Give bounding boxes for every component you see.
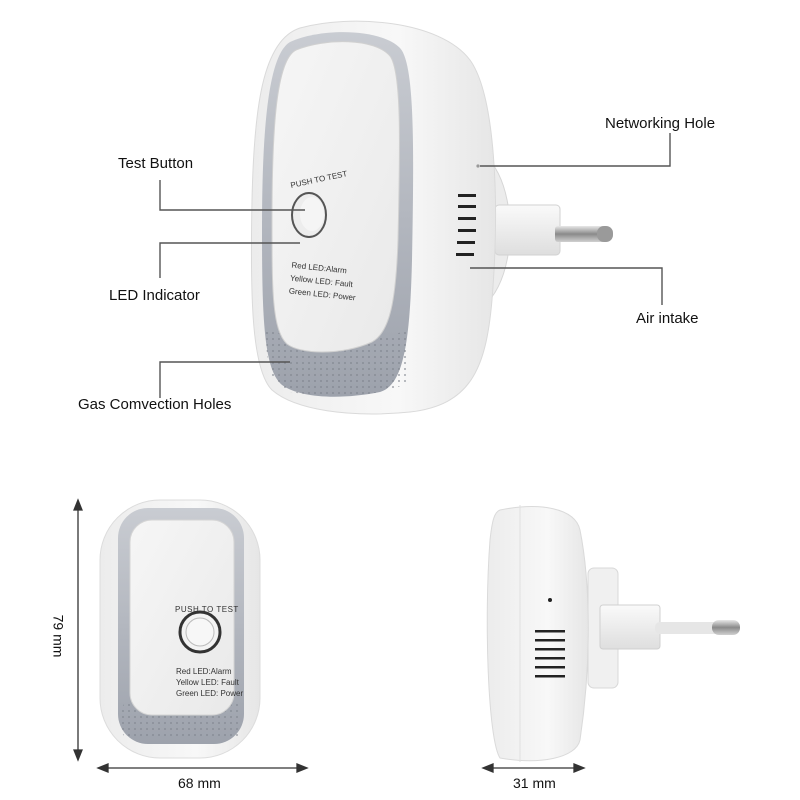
led-legend-yellow: Yellow LED: Fault <box>176 678 239 687</box>
led-legend-top: Red LED:Alarm Yellow LED: Fault Green LE… <box>288 259 359 305</box>
dimension-width: 68 mm <box>178 775 221 791</box>
callout-lines <box>159 133 671 398</box>
led-legend-green: Green LED: Power <box>176 689 244 698</box>
led-legend-front: Red LED:Alarm Yellow LED: Fault Green LE… <box>176 666 243 699</box>
callout-test-button: Test Button <box>118 155 194 172</box>
callout-air-intake: Air intake <box>636 310 699 327</box>
callout-gas-convection-holes: Gas Comvection Holes <box>78 396 232 413</box>
dimension-height: 79 mm <box>50 614 67 658</box>
callout-networking-hole: Networking Hole <box>605 115 716 132</box>
side-view <box>486 505 740 762</box>
push-to-test-text-front: PUSH TO TEST <box>175 605 239 614</box>
callout-led-indicator: LED Indicator <box>109 287 200 304</box>
led-legend-red: Red LED:Alarm <box>176 667 232 676</box>
dimension-arrows <box>73 498 586 773</box>
dimension-depth: 31 mm <box>513 775 556 791</box>
